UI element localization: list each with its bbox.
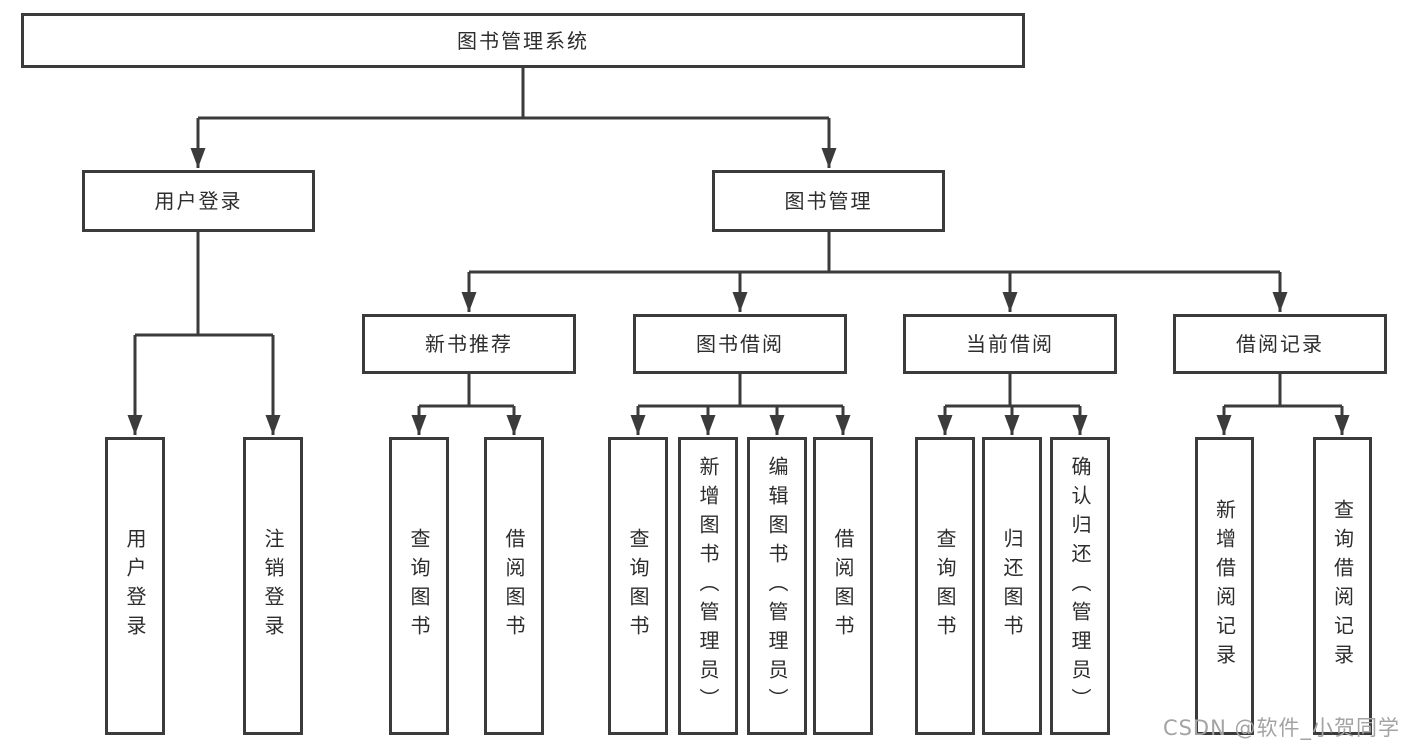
leaf-newrec-borrow-books: 借阅图书 — [484, 437, 544, 735]
leaf-borrow-edit-books-admin: 编辑图书（管理员） — [747, 437, 807, 735]
node-current-borrow: 当前借阅 — [903, 314, 1117, 374]
leaf-borrow-add-books-admin: 新增图书（管理员） — [678, 437, 738, 735]
leaf-current-query-books: 查询图书 — [915, 437, 975, 735]
node-new-book-recommend: 新书推荐 — [362, 314, 576, 374]
node-library-system: 图书管理系统 — [21, 13, 1025, 68]
leaf-newrec-query-books: 查询图书 — [389, 437, 449, 735]
leaf-records-query-record: 查询借阅记录 — [1313, 437, 1372, 735]
node-book-management: 图书管理 — [712, 170, 945, 232]
node-borrow-records: 借阅记录 — [1173, 314, 1387, 374]
leaf-borrow-query-books: 查询图书 — [608, 437, 668, 735]
leaf-current-confirm-return-admin: 确认归还（管理员） — [1050, 437, 1110, 735]
leaf-user-login: 用户登录 — [105, 437, 165, 735]
csdn-watermark: CSDN @软件_小贺同学 — [1162, 716, 1400, 740]
node-book-borrow: 图书借阅 — [633, 314, 847, 374]
connector-trunks — [135, 68, 1342, 408]
leaf-borrow-borrow-books: 借阅图书 — [813, 437, 873, 735]
leaf-logout: 注销登录 — [243, 437, 303, 735]
leaf-records-add-record: 新增借阅记录 — [1195, 437, 1254, 735]
leaf-current-return-books: 归还图书 — [982, 437, 1042, 735]
node-user-login: 用户登录 — [82, 170, 315, 232]
connector-arrows — [127, 118, 1350, 435]
